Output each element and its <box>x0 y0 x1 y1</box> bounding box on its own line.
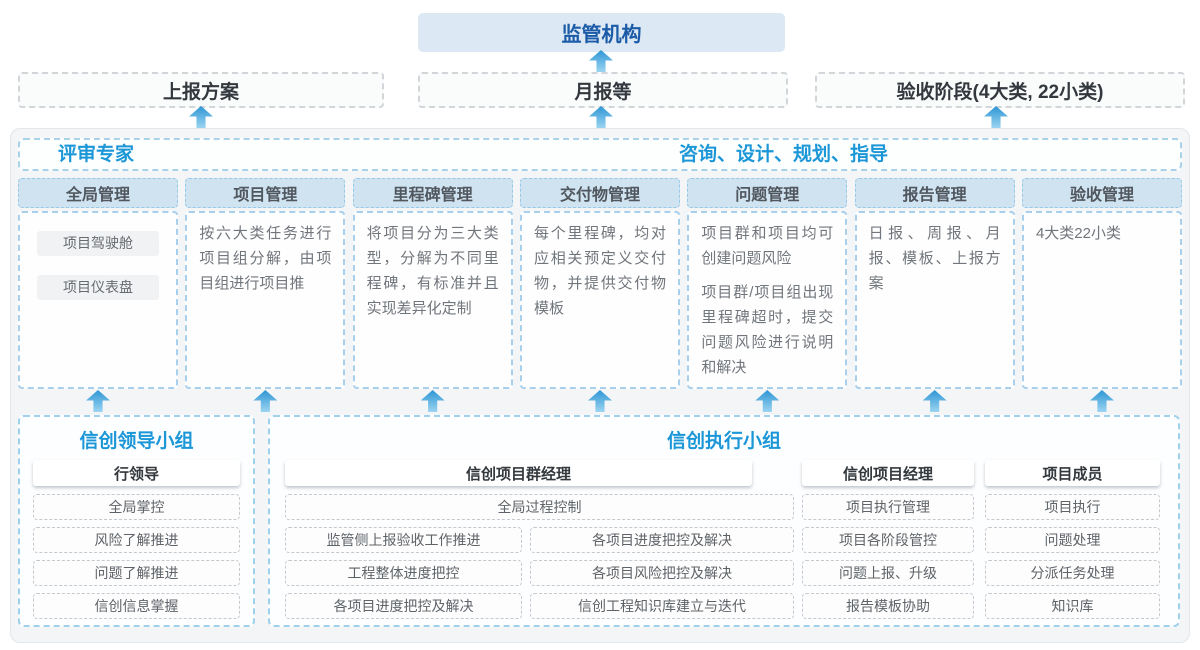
column-body: 日报、周报、月报、模板、上报方案 <box>854 211 1015 389</box>
bank-leader-bar: 行领导 <box>33 460 240 486</box>
column-header: 报告管理 <box>854 178 1015 208</box>
column-header-label: 验收管理 <box>1069 187 1134 204</box>
leader-item: 信创信息掌握 <box>33 593 240 619</box>
arrow-up-icon <box>589 106 613 128</box>
arrow-cell <box>185 390 345 412</box>
leader-group-title: 信创领导小组 <box>79 431 194 452</box>
column-text: 日报、周报、月报、模板、上报方案 <box>868 225 1001 292</box>
project-manager-item: 问题上报、升级 <box>802 560 974 586</box>
project-dashboard-chip: 项目仪表盘 <box>37 275 159 300</box>
regulator-label: 监管机构 <box>561 24 642 46</box>
project-cockpit-chip: 项目驾驶舱 <box>37 231 159 256</box>
arrow-up-icon <box>1089 390 1114 412</box>
column-body: 4大类22小类 <box>1021 211 1182 389</box>
project-manager-item: 报告模板协助 <box>802 593 974 619</box>
program-manager-item: 信创工程知识库建立与迭代 <box>530 593 794 619</box>
experts-label: 评审专家 <box>58 144 135 165</box>
column-text: 将项目分为三大类型，分解为不同里程碑，有标准并且实现差异化定制 <box>366 225 499 317</box>
arrow-up-icon <box>755 390 780 412</box>
exec-group-box: 信创执行小组 信创项目群经理 全局过程控制 监管侧上报验收工作推进 工程整体进度… <box>268 415 1180 627</box>
project-member-bar: 项目成员 <box>985 460 1160 486</box>
program-manager-item: 全局过程控制 <box>285 494 794 520</box>
experts-band: 评审专家 咨询、设计、规划、指导 <box>18 138 1182 171</box>
program-manager-item: 各项目进度把控及解决 <box>285 593 522 619</box>
column-body: 每个里程碑，均对应相关预定义交付物，并提供交付物模板 <box>519 211 680 389</box>
column-body: 项目驾驶舱 项目仪表盘 <box>18 211 178 389</box>
member-item: 项目执行 <box>985 494 1160 520</box>
column-header: 项目管理 <box>185 178 346 208</box>
monthly-report-label: 月报等 <box>574 81 632 103</box>
arrow-up-icon <box>589 50 613 72</box>
column-body: 项目群和项目均可创建问题风险 项目群/项目组出现里程碑超时，提交问题风险进行说明… <box>687 211 848 389</box>
arrow-up-icon <box>253 390 278 412</box>
column-issue-management: 问题管理 项目群和项目均可创建问题风险 项目群/项目组出现里程碑超时，提交问题风… <box>687 178 848 389</box>
report-plan-box: 上报方案 <box>18 72 384 108</box>
column-deliverable-management: 交付物管理 每个里程碑，均对应相关预定义交付物，并提供交付物模板 <box>519 178 680 389</box>
acceptance-stage-label: 验收阶段(4大类, 22小类) <box>896 81 1104 103</box>
report-plan-label: 上报方案 <box>162 81 239 103</box>
arrow-up-icon <box>922 390 947 412</box>
column-header: 交付物管理 <box>519 178 680 208</box>
column-global-management: 全局管理 项目驾驶舱 项目仪表盘 <box>18 178 178 389</box>
arrow-up-icon <box>86 390 110 412</box>
consulting-label: 咨询、设计、规划、指导 <box>679 144 889 165</box>
leader-item: 问题了解推进 <box>33 560 240 586</box>
chip-label: 项目驾驶舱 <box>63 235 133 251</box>
project-manager-item: 项目执行管理 <box>802 494 974 520</box>
program-manager-item: 各项目进度把控及解决 <box>530 527 794 553</box>
column-header: 里程碑管理 <box>352 178 513 208</box>
project-manager-item: 项目各阶段管控 <box>802 527 974 553</box>
project-manager-bar: 信创项目经理 <box>802 460 974 486</box>
column-header: 全局管理 <box>18 178 178 208</box>
arrow-up-icon <box>587 390 612 412</box>
column-text: 项目群/项目组出现里程碑超时，提交问题风险进行说明和解决 <box>701 284 834 376</box>
column-arrows <box>18 390 1182 412</box>
column-body: 将项目分为三大类型，分解为不同里程碑，有标准并且实现差异化定制 <box>352 211 513 389</box>
leader-item: 风险了解推进 <box>33 527 240 553</box>
column-header-label: 报告管理 <box>902 187 967 204</box>
leader-item: 全局掌控 <box>33 494 240 520</box>
program-manager-item: 各项目风险把控及解决 <box>530 560 794 586</box>
program-manager-item: 工程整体进度把控 <box>285 560 522 586</box>
chip-label: 项目仪表盘 <box>63 279 133 295</box>
monthly-report-box: 月报等 <box>418 72 788 108</box>
leader-group-box: 信创领导小组 行领导 全局掌控 风险了解推进 问题了解推进 信创信息掌握 <box>18 415 255 627</box>
program-manager-item: 监管侧上报验收工作推进 <box>285 527 522 553</box>
column-header-label: 问题管理 <box>735 187 800 204</box>
column-header-label: 全局管理 <box>65 187 130 204</box>
column-milestone-management: 里程碑管理 将项目分为三大类型，分解为不同里程碑，有标准并且实现差异化定制 <box>352 178 513 389</box>
member-item: 知识库 <box>985 593 1160 619</box>
column-acceptance-management: 验收管理 4大类22小类 <box>1021 178 1182 389</box>
column-header-label: 里程碑管理 <box>392 187 473 204</box>
arrow-cell <box>1022 390 1182 412</box>
arrow-up-icon <box>420 390 445 412</box>
column-header: 验收管理 <box>1021 178 1182 208</box>
column-report-management: 报告管理 日报、周报、月报、模板、上报方案 <box>854 178 1015 389</box>
arrow-cell <box>855 390 1015 412</box>
column-header-label: 项目管理 <box>233 187 298 204</box>
column-header: 问题管理 <box>687 178 848 208</box>
arrow-up-icon <box>984 106 1008 128</box>
column-header-label: 交付物管理 <box>559 187 640 204</box>
regulator-box: 监管机构 <box>418 13 785 52</box>
column-text: 4大类22小类 <box>1035 225 1121 242</box>
arrow-cell <box>520 390 680 412</box>
arrow-up-icon <box>189 106 213 128</box>
exec-group-title: 信创执行小组 <box>666 431 781 452</box>
arrow-cell <box>18 390 178 412</box>
member-item: 分派任务处理 <box>985 560 1160 586</box>
member-item: 问题处理 <box>985 527 1160 553</box>
column-body: 按六大类任务进行项目组分解，由项目组进行项目推 <box>185 211 346 389</box>
column-text: 每个里程碑，均对应相关预定义交付物，并提供交付物模板 <box>533 225 666 317</box>
column-text: 项目群和项目均可创建问题风险 <box>701 225 834 267</box>
program-manager-bar: 信创项目群经理 <box>285 460 752 486</box>
arrow-cell <box>353 390 513 412</box>
arrow-cell <box>687 390 847 412</box>
acceptance-stage-box: 验收阶段(4大类, 22小类) <box>815 72 1185 108</box>
management-columns: 全局管理 项目驾驶舱 项目仪表盘 项目管理 按六大类任务进行项目组分解，由项目组… <box>18 178 1182 389</box>
column-text: 按六大类任务进行项目组分解，由项目组进行项目推 <box>199 225 332 292</box>
column-project-management: 项目管理 按六大类任务进行项目组分解，由项目组进行项目推 <box>185 178 346 389</box>
